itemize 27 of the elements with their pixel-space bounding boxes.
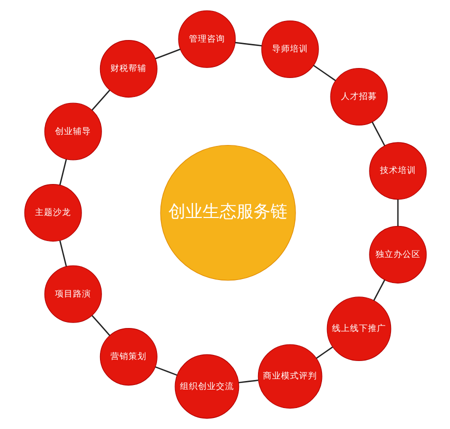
node-circle: 主题沙龙 <box>24 184 82 242</box>
connector <box>372 280 385 301</box>
node-circle: 创业生态服务链 <box>160 145 296 281</box>
connector <box>91 90 110 111</box>
node-circle: 技术培训 <box>368 142 426 200</box>
connector <box>58 159 66 186</box>
connector <box>315 346 332 359</box>
connector <box>234 42 262 46</box>
connector <box>154 366 177 376</box>
node-circle: 组织创业交流 <box>174 354 239 419</box>
connector <box>58 240 66 267</box>
node-circle: 管理咨询 <box>178 10 236 68</box>
node-circle: 线上线下推广 <box>326 296 391 362</box>
connector <box>396 199 398 226</box>
node-circle: 商业模式评判 <box>257 344 322 409</box>
connector <box>238 380 258 384</box>
node-circle: 项目路演 <box>44 265 102 323</box>
node-circle: 创业辅导 <box>44 102 102 160</box>
node-circle: 人才招募 <box>330 68 388 126</box>
connector <box>91 315 110 336</box>
connector <box>312 64 336 82</box>
node-circle: 财税帮辅 <box>99 40 157 98</box>
node-circle: 导师培训 <box>260 20 318 78</box>
node-circle: 独立办公区 <box>368 226 426 284</box>
connector <box>154 48 180 60</box>
node-circle: 营销策划 <box>99 328 157 386</box>
connector <box>371 122 385 146</box>
